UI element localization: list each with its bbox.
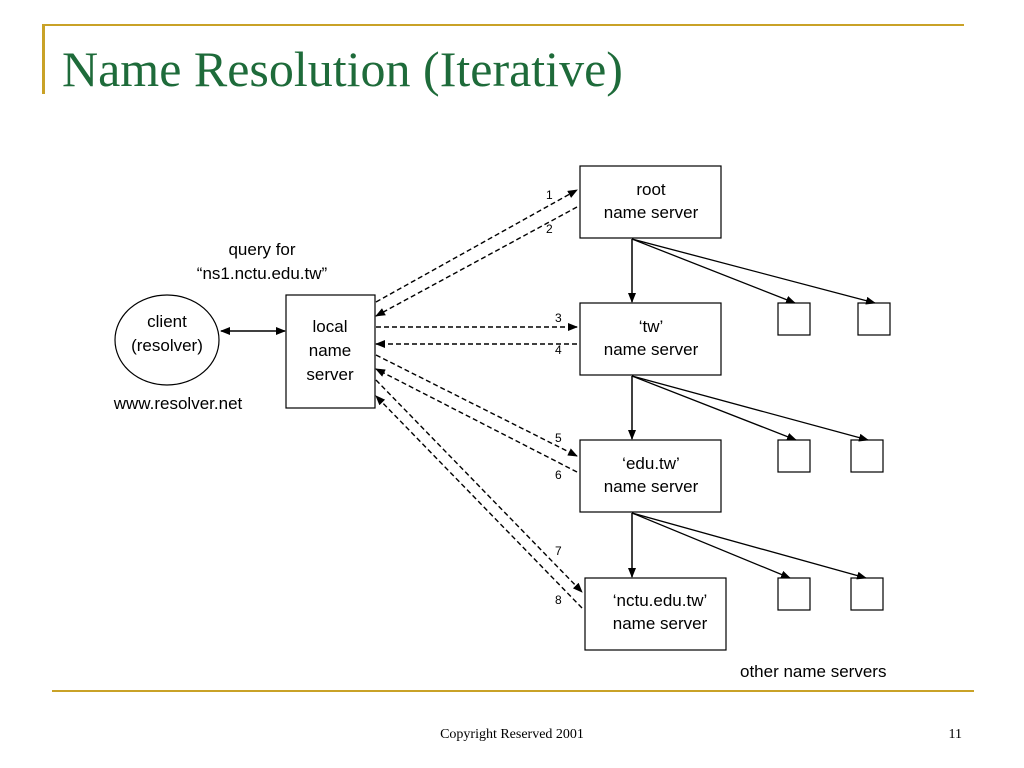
root-server-label-1: root: [636, 180, 666, 199]
client-ellipse: [114, 294, 220, 386]
nctu-server-label-1: ‘nctu.edu.tw’: [613, 591, 708, 610]
query-target-label: “ns1.nctu.edu.tw”: [197, 264, 328, 283]
step-number: 3: [555, 311, 562, 325]
query-label: query for: [228, 240, 295, 259]
tw-child-arrow: [631, 375, 797, 441]
step-number: 5: [555, 431, 562, 445]
other-name-servers-label: other name servers: [740, 662, 886, 681]
root-name-server-box: [579, 165, 722, 239]
footer-rule: [52, 690, 974, 692]
tw-name-server-box: [579, 302, 722, 376]
local-server-label-2: name: [309, 341, 352, 360]
nctu-name-server-box: [584, 577, 727, 651]
other-name-server-box: [777, 577, 811, 611]
step-number: 8: [555, 593, 562, 607]
root-child-arrow: [631, 238, 876, 305]
client-label: client: [147, 312, 187, 331]
frame-top-rule: [42, 24, 964, 26]
local-server-label-1: local: [313, 317, 348, 336]
other-name-server-box: [777, 302, 811, 336]
step-number: 7: [555, 544, 562, 558]
frame-vertical-rule: [42, 24, 45, 94]
step-2-response-arrow: [375, 206, 578, 317]
edu-tw-name-server-box: [579, 439, 722, 513]
step-5-query-arrow: [375, 354, 578, 457]
step-number: 2: [546, 222, 553, 236]
other-name-server-box: [850, 439, 884, 473]
tw-server-label-2: name server: [604, 340, 699, 359]
edu-child-arrow: [631, 512, 867, 580]
step-number: 1: [546, 188, 553, 202]
client-host-label: www.resolver.net: [113, 394, 243, 413]
local-server-label-3: server: [306, 365, 354, 384]
step-8-response-arrow: [375, 395, 583, 609]
slide-title: Name Resolution (Iterative): [62, 41, 623, 97]
edu-tw-server-label-2: name server: [604, 477, 699, 496]
step-7-query-arrow: [375, 379, 583, 593]
step-number: 4: [555, 343, 562, 357]
root-server-label-2: name server: [604, 203, 699, 222]
root-child-arrow: [631, 238, 796, 304]
other-name-server-box: [850, 577, 884, 611]
step-6-response-arrow: [375, 368, 578, 473]
page-number: 11: [948, 727, 962, 742]
step-1-query-arrow: [375, 189, 578, 303]
step-number: 6: [555, 468, 562, 482]
client-sublabel: (resolver): [131, 336, 203, 355]
nctu-server-label-2: name server: [613, 614, 708, 633]
edu-tw-server-label-1: ‘edu.tw’: [622, 454, 680, 473]
tw-server-label-1: ‘tw’: [639, 317, 664, 336]
other-name-server-box: [857, 302, 891, 336]
edu-child-arrow: [631, 512, 791, 579]
copyright-footer: Copyright Reserved 2001: [440, 727, 584, 742]
other-name-server-box: [777, 439, 811, 473]
local-name-server-box: [285, 294, 376, 409]
tw-child-arrow: [631, 375, 869, 442]
